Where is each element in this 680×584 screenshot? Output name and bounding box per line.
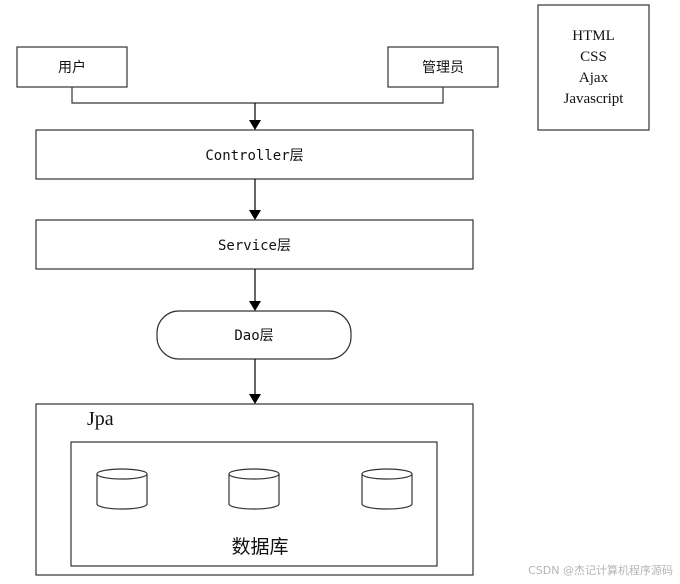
tech-stack-box [537,4,650,131]
database-cylinder-icon [361,468,413,510]
admin-label: 管理员 [422,60,464,76]
user-label: 用户 [58,60,86,76]
database-cylinder-icon [228,468,280,510]
user-admin-connector [71,87,444,104]
tech-item-html: HTML [572,27,615,44]
tech-stack-list: HTML CSS Ajax Javascript [538,5,649,130]
database-container [70,441,438,567]
jpa-container [35,403,474,576]
database-cylinder-icon [96,468,148,510]
dao-layer-box [156,310,352,360]
controller-layer-label: Controller层 [205,147,304,164]
service-layer-label: Service层 [217,237,291,254]
tech-item-css: CSS [580,48,607,65]
database-label: 数据库 [231,536,289,558]
jpa-label: Jpa [87,408,114,430]
tech-item-javascript: Javascript [563,90,624,107]
watermark: CSDN @杰记计算机程序源码 [528,564,673,577]
tech-item-ajax: Ajax [578,69,609,86]
dao-layer-label: Dao层 [234,328,274,344]
